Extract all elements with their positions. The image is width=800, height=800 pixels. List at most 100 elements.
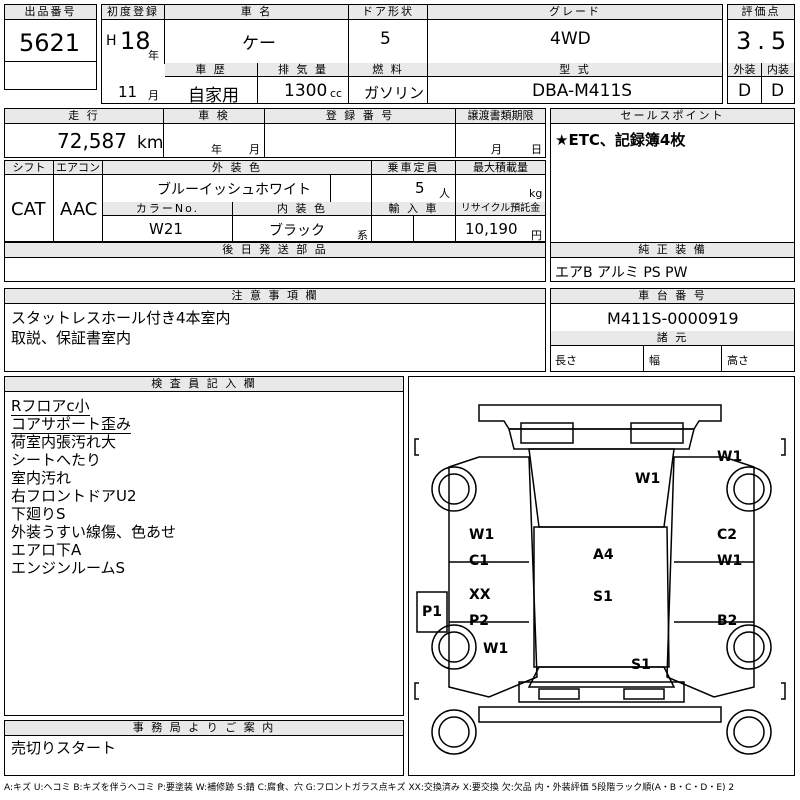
damage-mark: W1	[717, 449, 743, 465]
inspector-line-1: Rフロアc小	[11, 397, 90, 416]
recycle-value: 10,190	[465, 220, 518, 238]
disp-value: 1300	[284, 81, 328, 101]
grade-label: グレード	[428, 5, 722, 20]
colorno-label: カラーNo.	[103, 202, 232, 216]
mileage-box: 走 行 車 検 登 録 番 号 譲渡書類期限 72,587 km 年 月 月 日	[4, 108, 546, 158]
name-label: 車 名	[165, 5, 348, 20]
disp-unit: cc	[330, 87, 343, 100]
inspector-line-8: 外装うすい線傷、色あせ	[11, 523, 177, 541]
shift-label: シフト	[5, 161, 53, 175]
model-label: 型 式	[428, 63, 722, 77]
later-label: 後 日 発 送 部 品	[5, 243, 545, 258]
name-value: ケー	[242, 34, 276, 54]
height-label: 高さ	[727, 354, 749, 367]
damage-mark: C1	[469, 553, 490, 569]
inspector-box: 検 査 員 記 入 欄 Rフロアc小 コアサポート歪み 荷室内張汚れ大 シートへ…	[4, 376, 404, 716]
inspect-month: 月	[249, 143, 260, 156]
score-value: 3.5	[736, 27, 793, 55]
transfer-label: 譲渡書類期限	[456, 109, 545, 124]
damage-mark: S1	[593, 589, 613, 605]
width-label: 幅	[649, 354, 660, 367]
office-box: 事 務 局 よ り ご 案 内 売切りスタート	[4, 720, 404, 776]
model-value: DBA-M411S	[532, 81, 633, 101]
equip-label: 純 正 装 備	[551, 243, 794, 258]
damage-mark: B2	[717, 613, 738, 629]
damage-mark: W1	[483, 641, 509, 657]
history-value: 自家用	[188, 86, 239, 106]
header-main-box: 初度登録 車 名 ドア形状 グレード H 18 年 ケー 5 4WD 車 歴 排…	[101, 4, 723, 106]
chassis-label: 車 台 番 号	[551, 289, 794, 304]
mileage-label: 走 行	[5, 109, 163, 124]
ext-label: 外装	[728, 63, 761, 77]
inspector-line-9: エアロ下A	[11, 541, 82, 559]
intcolor-label: 内 装 色	[233, 202, 371, 216]
score-label: 評価点	[728, 5, 794, 20]
inspector-line-5: 室内汚れ	[11, 469, 72, 487]
reg-year: 18	[120, 27, 151, 55]
score-box: 評価点 3.5 外装 内装 D D	[727, 4, 795, 104]
grade-value: 4WD	[550, 29, 591, 49]
inspect-label: 車 検	[164, 109, 264, 124]
regno-label: 登 録 番 号	[265, 109, 455, 124]
sales-point-box: セールスポイント ★ETC、記録簿4枚	[550, 108, 795, 243]
era: H	[106, 33, 117, 49]
notes-label: 注 意 事 項 欄	[5, 289, 545, 304]
inspector-line-2: コアサポート歪み	[11, 415, 132, 434]
notes-box: 注 意 事 項 欄 スタットレスホール付き4本室内 取説、保証書室内	[4, 288, 546, 372]
damage-mark: P1	[422, 604, 443, 620]
fuel-value: ガソリン	[364, 84, 425, 102]
ac-label: エアコン	[54, 161, 102, 175]
spec-label: 諸 元	[551, 331, 794, 346]
load-label: 最大積載量	[456, 161, 545, 175]
import-label: 輸 入 車	[372, 202, 455, 216]
color-value: ブルーイッシュホワイト	[157, 182, 311, 198]
year-unit: 年	[148, 49, 159, 62]
legend: A:キズ U:ヘコミ B:キズを伴うヘコミ P:要塗装 W:補修跡 S:錆 C:…	[4, 783, 735, 793]
sales-label: セールスポイント	[551, 109, 794, 124]
month-unit: 月	[148, 89, 159, 102]
notes-line-1: スタットレスホール付き4本室内	[11, 309, 231, 327]
chassis-value: M411S-0000919	[607, 309, 739, 328]
int-label: 内装	[762, 63, 794, 77]
shift-value: CAT	[11, 199, 46, 220]
seats-value: 5	[415, 179, 425, 197]
history-label: 車 歴	[165, 63, 257, 77]
damage-mark: XX	[469, 587, 491, 603]
damage-mark: W1	[635, 471, 661, 487]
inspector-line-6: 右フロントドアU2	[11, 487, 137, 505]
transfer-day: 日	[531, 143, 542, 156]
equipment-box: 純 正 装 備 エアB アルミ PS PW	[550, 242, 795, 282]
mileage-unit: km	[137, 133, 164, 153]
recycle-label: リサイクル預託金	[456, 202, 545, 216]
inspector-line-3: 荷室内張汚れ大	[11, 433, 117, 451]
equip-value: エアB アルミ PS PW	[555, 265, 688, 281]
seats-label: 乗車定員	[372, 161, 455, 175]
inspector-label: 検 査 員 記 入 欄	[5, 377, 403, 392]
intcolor-value: ブラック	[269, 223, 325, 239]
chassis-box: 車 台 番 号 M411S-0000919 諸 元 長さ 幅 高さ	[550, 288, 795, 372]
damage-mark: S1	[631, 657, 651, 673]
length-label: 長さ	[555, 354, 577, 367]
load-unit: kg	[529, 187, 543, 200]
damage-mark: W1	[717, 553, 743, 569]
mileage-value: 72,587	[57, 129, 127, 153]
int-value: D	[771, 81, 785, 101]
ac-value: AAC	[60, 199, 98, 220]
seats-unit: 人	[439, 187, 450, 200]
inspector-line-10: エンジンルームS	[11, 559, 126, 577]
office-value: 売切りスタート	[11, 739, 117, 757]
fuel-label: 燃 料	[349, 63, 427, 77]
office-label: 事 務 局 よ り ご 案 内	[5, 721, 403, 736]
damage-mark: P2	[469, 613, 490, 629]
intcolor-unit: 系	[357, 229, 368, 242]
car-outline	[414, 404, 786, 755]
lot-value: 5621	[19, 29, 81, 57]
damage-mark: A4	[593, 547, 614, 563]
damage-mark: C2	[717, 527, 738, 543]
door-label: ドア形状	[349, 5, 427, 20]
inspector-line-7: 下廻りS	[11, 505, 66, 523]
transfer-month: 月	[491, 143, 502, 156]
door-value: 5	[380, 29, 391, 49]
inspect-year: 年	[211, 143, 222, 156]
damage-mark: W1	[469, 527, 495, 543]
